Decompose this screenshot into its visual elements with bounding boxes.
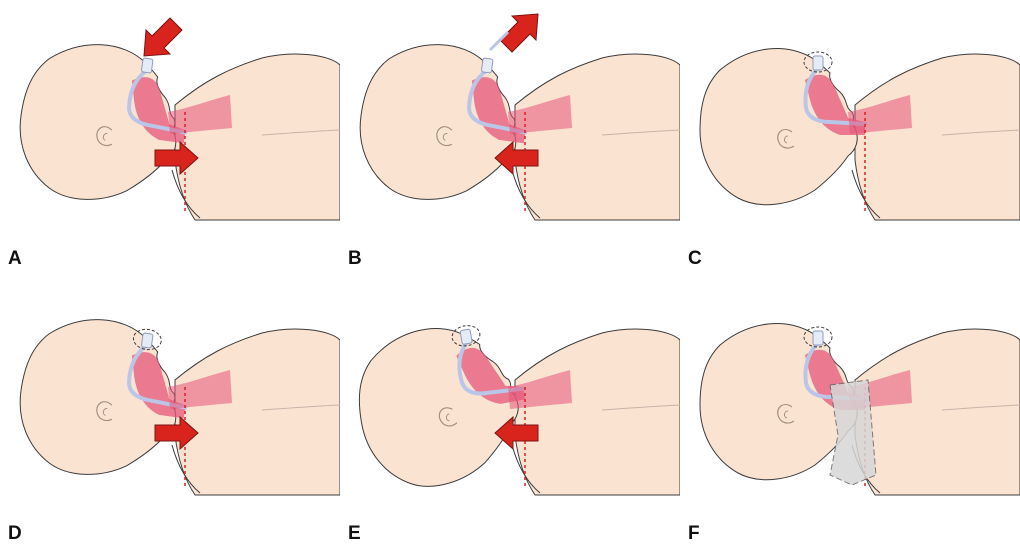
panel-e: E bbox=[340, 275, 680, 550]
panel-b: B bbox=[340, 0, 680, 275]
panel-label: B bbox=[348, 248, 362, 270]
tube-connector bbox=[813, 331, 823, 345]
panel-illustration bbox=[340, 275, 680, 550]
tube-connector bbox=[141, 333, 153, 348]
tube-connector bbox=[813, 56, 823, 70]
head bbox=[347, 316, 529, 497]
panel-label: A bbox=[8, 248, 22, 270]
panel-c: C bbox=[680, 0, 1020, 275]
torso bbox=[515, 54, 680, 220]
head-group bbox=[347, 314, 537, 496]
panel-label: D bbox=[8, 523, 22, 545]
torso bbox=[175, 329, 340, 495]
torso bbox=[855, 54, 1020, 220]
panel-illustration bbox=[680, 275, 1020, 550]
head-group bbox=[11, 35, 196, 213]
panel-d: D bbox=[0, 275, 340, 550]
torso bbox=[515, 329, 680, 495]
panel-illustration bbox=[0, 0, 340, 275]
head-group bbox=[351, 35, 536, 213]
panel-label: C bbox=[688, 248, 702, 270]
panel-illustration bbox=[340, 0, 680, 275]
panel-f: F bbox=[680, 275, 1020, 550]
head-group bbox=[700, 49, 865, 205]
panel-label: E bbox=[348, 523, 361, 545]
panel-illustration bbox=[0, 275, 340, 550]
tube-connector bbox=[460, 329, 472, 345]
tube-connector bbox=[141, 58, 153, 73]
tube-connector bbox=[481, 58, 493, 73]
panel-illustration bbox=[680, 0, 1020, 275]
head-group bbox=[11, 310, 196, 488]
torso bbox=[855, 329, 1020, 495]
panel-label: F bbox=[688, 523, 700, 545]
panel-a: A bbox=[0, 0, 340, 275]
tube-push-arrow-icon bbox=[144, 18, 182, 56]
torso bbox=[175, 54, 340, 220]
